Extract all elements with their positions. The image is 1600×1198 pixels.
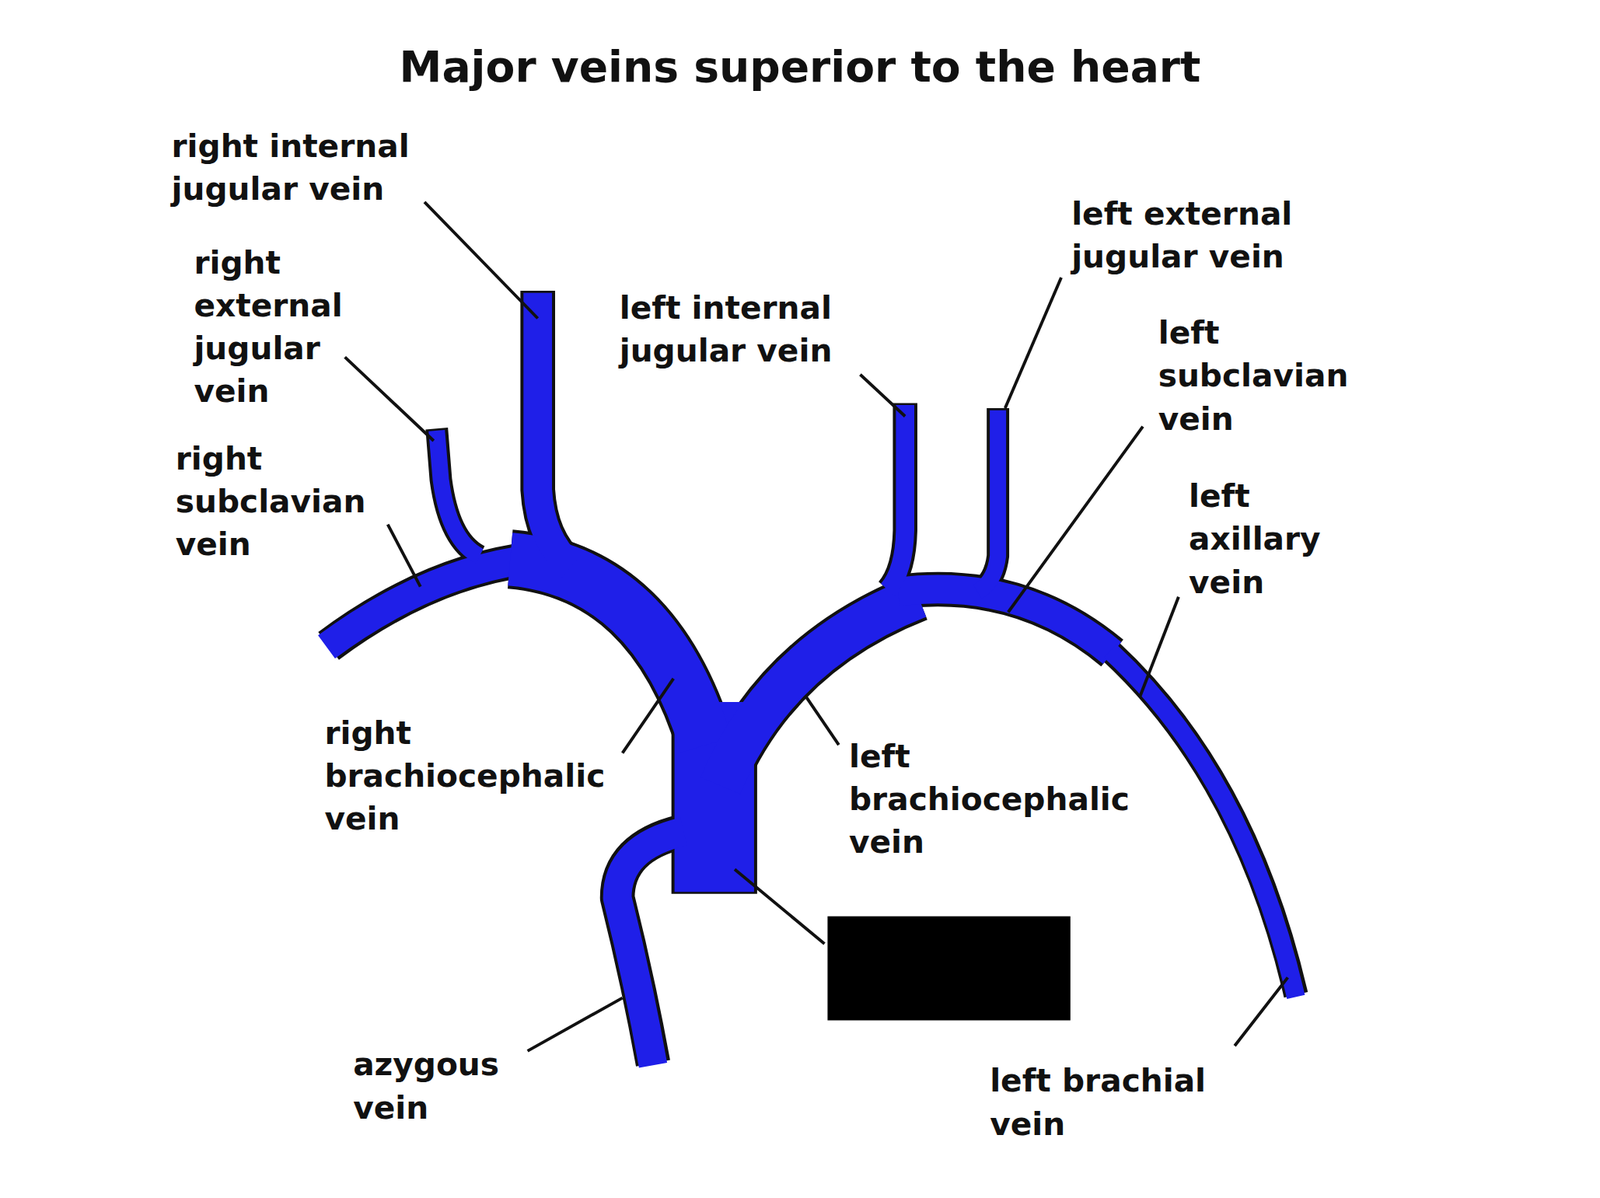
vein-label: left internal jugular vein xyxy=(619,286,901,372)
vein-label: right external jugular vein xyxy=(193,241,383,413)
vein-label: right subclavian vein xyxy=(175,436,406,566)
vein-label: left axillary vein xyxy=(1188,474,1373,603)
vein-label: right internal jugular vein xyxy=(171,124,469,210)
vein-label: left brachial vein xyxy=(989,1058,1261,1145)
vein-label: left external jugular vein xyxy=(1071,192,1352,278)
title: Major veins superior to the heart xyxy=(0,38,1600,97)
vein-label: right brachiocephalic vein xyxy=(324,711,677,840)
vein-label: azygous vein xyxy=(352,1042,547,1129)
vein-label: left subclavian vein xyxy=(1158,310,1394,440)
vein-label: left brachiocephalic vein xyxy=(848,734,1202,863)
